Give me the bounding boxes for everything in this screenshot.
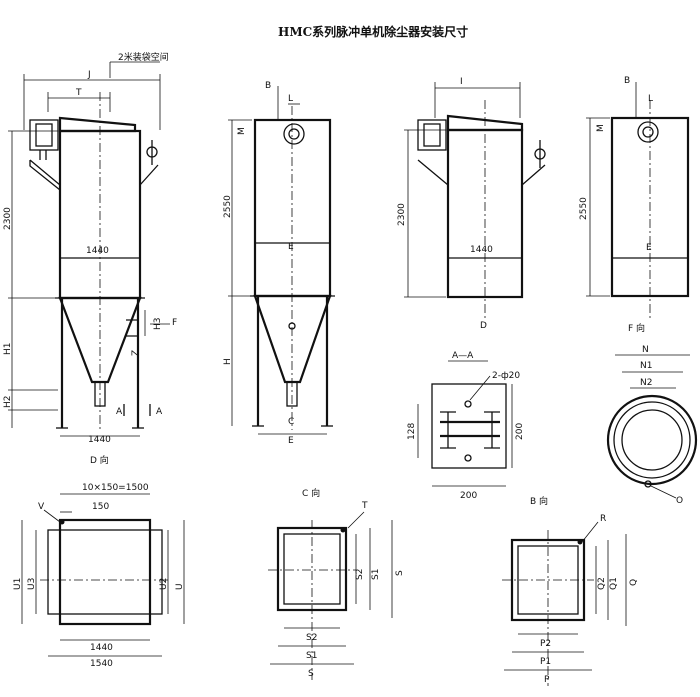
view-f: F 向 N N1 N2 O xyxy=(606,322,698,506)
dim-1440-body: 1440 xyxy=(86,246,109,256)
dim-1440-d: 1440 xyxy=(90,643,113,653)
label-h: H xyxy=(223,358,233,365)
label-i: I xyxy=(460,77,463,87)
dim-10x150: 10×150=1500 xyxy=(82,483,149,493)
label-v: V xyxy=(38,502,45,512)
label-f: F xyxy=(172,318,177,328)
dim-1440-bottom: 1440 xyxy=(88,435,111,445)
front-elevation-right: I 2300 1440 D xyxy=(397,77,546,331)
label-a-left: A xyxy=(116,407,123,417)
label-u3: U3 xyxy=(27,578,37,590)
dim-200-v: 200 xyxy=(515,423,525,440)
label-l-1: L xyxy=(288,94,293,104)
front-elevation-left: J 2米装袋空间 T xyxy=(3,51,177,445)
label-h1: H1 xyxy=(3,343,13,356)
label-q1: Q1 xyxy=(609,577,619,590)
label-t: T xyxy=(75,88,82,98)
label-s2-h: S2 xyxy=(306,633,317,643)
label-e-bottom: E xyxy=(288,436,294,446)
label-e-side: E xyxy=(288,242,294,252)
view-d: D 向 10×150=1500 150 V U1 U3 U2 U 1440 15… xyxy=(13,454,185,669)
dim-2550-side: 2550 xyxy=(223,195,233,218)
label-d-right: D xyxy=(480,321,487,331)
label-bag-space: 2米装袋空间 xyxy=(118,51,169,63)
label-u: U xyxy=(175,583,185,590)
label-s2-v: S2 xyxy=(355,569,365,580)
label-n2: N2 xyxy=(640,378,652,388)
side-elevation-right: B L M 2550 E xyxy=(579,76,690,320)
label-o: O xyxy=(676,496,683,506)
dim-128: 128 xyxy=(407,423,417,440)
label-c-side: C xyxy=(288,417,294,427)
section-a-a: A—A 2-ф20 128 200 200 xyxy=(407,351,525,501)
dim-150: 150 xyxy=(92,502,109,512)
label-s1-h: S1 xyxy=(306,651,317,661)
label-u1: U1 xyxy=(13,578,23,590)
label-n1: N1 xyxy=(640,361,652,371)
label-z: Z xyxy=(131,350,141,356)
label-e-right: E xyxy=(646,243,652,253)
label-u2: U2 xyxy=(159,578,169,590)
label-b-1: B xyxy=(265,81,271,91)
side-elevation: B L M 2550 H E C E xyxy=(223,81,335,446)
label-view-b: B 向 xyxy=(530,495,548,507)
label-j: J xyxy=(87,70,91,80)
label-t-c: T xyxy=(361,501,368,511)
dim-2300-left: 2300 xyxy=(3,207,13,230)
label-q2: Q2 xyxy=(597,577,607,590)
label-m-2: M xyxy=(596,124,606,132)
label-a-right: A xyxy=(156,407,163,417)
label-section-aa: A—A xyxy=(452,351,474,361)
label-view-c: C 向 xyxy=(302,487,320,499)
label-view-f: F 向 xyxy=(628,322,645,334)
label-p1: P1 xyxy=(540,657,551,667)
label-n: N xyxy=(642,345,649,355)
label-s1-v: S1 xyxy=(371,569,381,580)
label-m-1: M xyxy=(237,127,247,135)
label-r: R xyxy=(600,514,606,524)
view-c: C 向 T S2 S1 S S2 S1 S xyxy=(268,487,405,680)
label-h2: H2 xyxy=(3,396,13,409)
label-p: P xyxy=(544,675,550,685)
label-l-2: L xyxy=(648,94,653,104)
label-p2: P2 xyxy=(540,639,551,649)
dim-1540-d: 1540 xyxy=(90,659,113,669)
dim-2300-right: 2300 xyxy=(397,203,407,226)
view-b: B 向 R Q2 Q1 Q P2 P1 P xyxy=(502,495,639,686)
drawing-title: HMC系列脉冲单机除尘器安装尺寸 xyxy=(278,24,468,39)
label-b-2: B xyxy=(624,76,630,86)
label-view-d: D 向 xyxy=(90,454,109,466)
label-s-h: S xyxy=(308,669,314,679)
dim-2550-right: 2550 xyxy=(579,197,589,220)
label-hole: 2-ф20 xyxy=(492,371,520,381)
label-s-v: S xyxy=(395,570,405,576)
dim-200-h: 200 xyxy=(460,491,477,501)
dim-1440-right: 1440 xyxy=(470,245,493,255)
label-q: Q xyxy=(629,579,639,586)
